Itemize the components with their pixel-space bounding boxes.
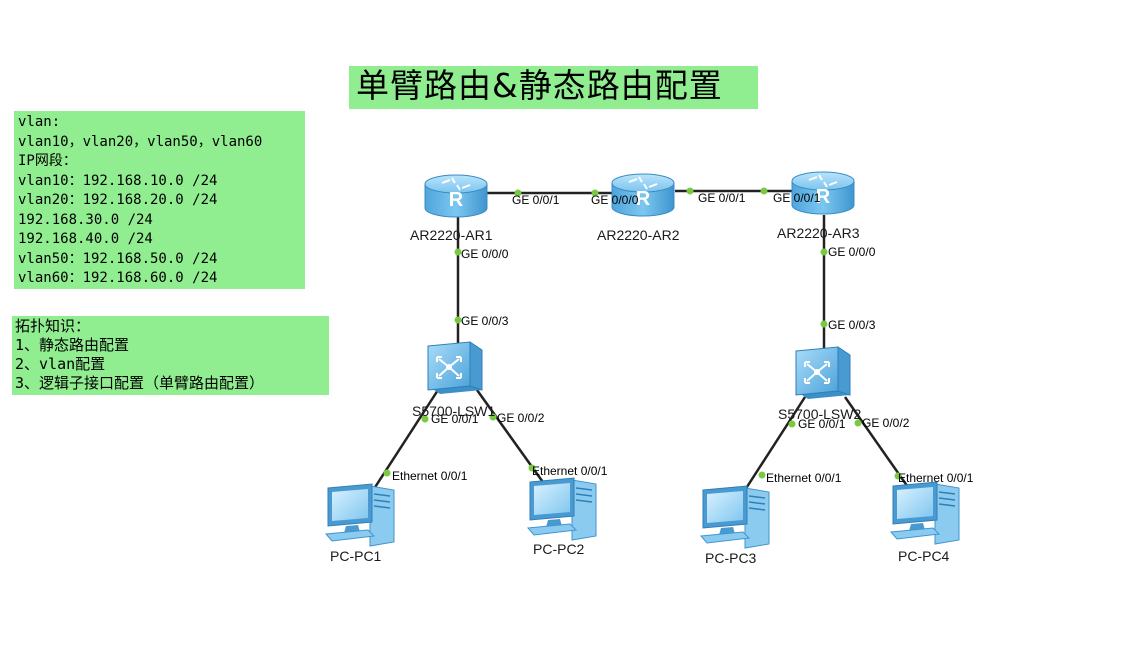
title-banner: 单臂路由&静态路由配置: [349, 66, 758, 109]
topology-note-line: 1、静态路由配置: [15, 336, 130, 354]
topology-note-line: 3、逻辑子接口配置（单臂路由配置）: [15, 374, 265, 392]
pc-icon[interactable]: [325, 483, 395, 547]
port-dot: [854, 419, 862, 427]
device-label-pc2: PC-PC2: [533, 541, 585, 557]
pc-icon[interactable]: [700, 485, 770, 549]
port-dot: [489, 413, 497, 421]
port-label: GE 0/0/0: [591, 193, 639, 207]
device-label-pc4: PC-PC4: [898, 548, 950, 564]
port-dots: [383, 187, 902, 480]
port-dot: [514, 189, 522, 197]
topology-notes-box: 拓扑知识： 1、静态路由配置 2、vlan配置 3、逻辑子接口配置（单臂路由配置…: [12, 316, 329, 395]
device-label-ar1: AR2220-AR1: [410, 227, 493, 243]
port-dot: [591, 189, 599, 197]
port-label: GE 0/0/3: [461, 314, 509, 328]
pc-icon[interactable]: [890, 481, 960, 545]
switch-icon[interactable]: [427, 341, 483, 395]
pc-icon[interactable]: [527, 477, 597, 541]
port-dot: [421, 415, 429, 423]
page-title: 单臂路由&静态路由配置: [356, 66, 723, 105]
port-dot: [788, 420, 796, 428]
ip-info-line: vlan60：192.168.60.0 /24: [18, 270, 218, 286]
link-lsw2-pc3: [743, 396, 807, 491]
ip-info-line: vlan10：192.168.10.0 /24: [18, 172, 218, 189]
port-label: GE 0/0/3: [828, 318, 876, 332]
router-icon[interactable]: [424, 174, 488, 218]
switch-icon[interactable]: [795, 346, 851, 400]
port-label: GE 0/0/2: [497, 411, 545, 425]
port-label: GE 0/0/1: [798, 417, 846, 431]
port-label: Ethernet 0/0/1: [392, 469, 468, 483]
port-dot: [894, 472, 902, 480]
port-label: GE 0/0/1: [773, 191, 821, 205]
ip-info-line: 192.168.30.0 /24: [18, 211, 153, 228]
port-dot: [820, 320, 828, 328]
ip-info-line: vlan10，vlan20，vlan50，vlan60: [18, 133, 263, 150]
topology-note-line: 拓扑知识：: [15, 317, 91, 335]
device-label-ar2: AR2220-AR2: [597, 227, 680, 243]
device-label-lsw2: S5700-LSW2: [778, 406, 861, 422]
ip-info-line: vlan20：192.168.20.0 /24: [18, 192, 218, 208]
port-label: Ethernet 0/0/1: [532, 464, 608, 478]
port-dot: [454, 316, 462, 324]
ip-info-line: vlan50：192.168.50.0 /24: [18, 250, 218, 267]
port-dot: [383, 469, 391, 477]
port-label: GE 0/0/1: [698, 191, 746, 205]
port-dot: [758, 471, 766, 479]
ip-info-line: 192.168.40.0 /24: [18, 231, 153, 247]
port-label: Ethernet 0/0/1: [766, 471, 842, 485]
topology-note-line: 2、vlan配置: [15, 355, 106, 373]
port-label: Ethernet 0/0/1: [898, 471, 974, 485]
ip-info-line: IP网段：: [18, 153, 77, 169]
port-dot: [820, 248, 828, 256]
port-label: GE 0/0/1: [431, 412, 479, 426]
port-dot: [686, 187, 694, 195]
link-lsw1-pc1: [368, 389, 440, 496]
device-label-pc3: PC-PC3: [705, 550, 757, 566]
device-label-lsw1: S5700-LSW1: [412, 403, 495, 419]
port-label: GE 0/0/0: [828, 245, 876, 259]
ip-info-line: vlan:: [18, 114, 61, 130]
port-label: GE 0/0/1: [512, 193, 560, 207]
port-dot: [454, 248, 462, 256]
ip-info-box: vlan: vlan10，vlan20，vlan50，vlan60 IP网段： …: [14, 111, 305, 289]
device-label-ar3: AR2220-AR3: [777, 225, 860, 241]
links: [368, 189, 912, 496]
port-label: GE 0/0/0: [461, 247, 509, 261]
port-label: GE 0/0/2: [862, 416, 910, 430]
device-label-pc1: PC-PC1: [330, 548, 382, 564]
port-dot: [760, 187, 768, 195]
port-dot: [528, 464, 536, 472]
